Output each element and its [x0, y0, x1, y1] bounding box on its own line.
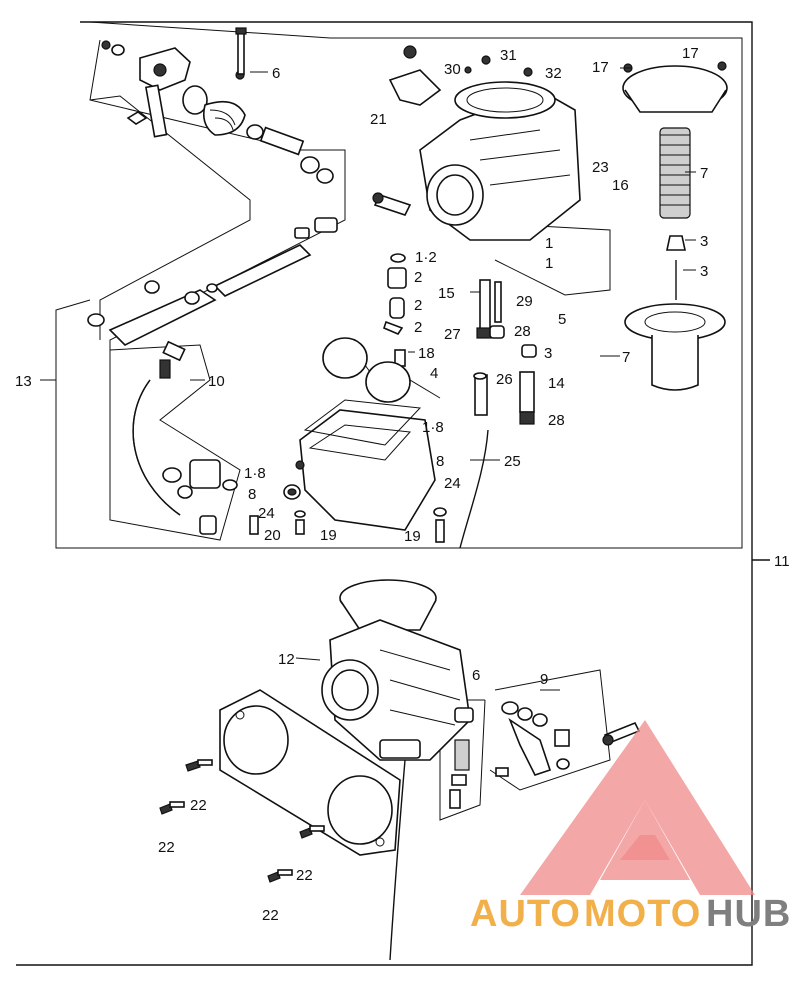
frame-lines — [16, 21, 770, 966]
watermark-part3: HUB — [706, 893, 791, 935]
callout: 1 — [545, 235, 553, 252]
callout: 3 — [700, 263, 708, 280]
callout: 3 — [700, 233, 708, 250]
callout: 23 — [592, 159, 609, 176]
vacuum-piston-assembly — [622, 61, 728, 391]
callout: 29 — [516, 293, 533, 310]
callout: 19 — [404, 528, 421, 545]
callout: 16 — [612, 177, 629, 194]
mounting-screws — [159, 759, 325, 883]
callout: 18 — [418, 345, 435, 362]
callout: 1·8 — [422, 419, 444, 436]
callout: 27 — [444, 326, 461, 343]
throttle-cable-assembly — [132, 340, 238, 535]
watermark-part2: MOTO — [584, 893, 701, 935]
callout: 17 — [592, 59, 609, 76]
float-bowl — [249, 399, 447, 543]
callout: 17 — [682, 45, 699, 62]
automotohub-watermark: AUTO MOTO HUB — [470, 720, 791, 935]
callout: 22 — [158, 839, 175, 856]
callout: 2 — [414, 319, 422, 336]
adjuster-screw-set — [449, 707, 474, 809]
callout: 3 — [544, 345, 552, 362]
callout: 7 — [622, 349, 630, 366]
choke-bracket-assembly — [495, 701, 641, 777]
callout: 15 — [438, 285, 455, 302]
callout: 21 — [370, 111, 387, 128]
callout: 6 — [472, 667, 480, 684]
callout: 31 — [500, 47, 517, 64]
callout-labels: 6 30 31 32 17 17 21 7 23 16 3 3 1 1 1·2 … — [15, 45, 790, 924]
callout: 20 — [264, 527, 281, 544]
jets-and-needles — [383, 253, 537, 425]
callout: 7 — [700, 165, 708, 182]
callout: 19 — [320, 527, 337, 544]
callout: 25 — [504, 453, 521, 470]
callout: 10 — [208, 373, 225, 390]
drain-hose — [389, 429, 489, 961]
callout: 1·2 — [415, 249, 437, 266]
insulator-plate — [219, 689, 401, 856]
callout: 22 — [296, 867, 313, 884]
callout: 1·8 — [244, 465, 266, 482]
callout: 8 — [248, 486, 256, 503]
callout: 1 — [545, 255, 553, 272]
callout: 22 — [262, 907, 279, 924]
callout: 4 — [430, 365, 438, 382]
callout: 2 — [414, 269, 422, 286]
logo-triangle-icon — [520, 720, 755, 895]
callout: 30 — [444, 61, 461, 78]
watermark-part1: AUTO — [470, 893, 581, 935]
carburetor-assembled — [321, 579, 471, 761]
carburetor-body-top — [372, 45, 581, 241]
callout: 26 — [496, 371, 513, 388]
callout: 8 — [436, 453, 444, 470]
callout: 5 — [558, 311, 566, 328]
callout: 11 — [774, 553, 790, 570]
callout: 13 — [15, 373, 32, 390]
leader-lines — [190, 67, 696, 691]
callout: 6 — [272, 65, 280, 82]
callout: 24 — [258, 505, 275, 522]
callout: 22 — [190, 797, 207, 814]
choke-linkage-assembly — [87, 27, 338, 346]
callout: 12 — [278, 651, 295, 668]
callout: 24 — [444, 475, 461, 492]
callout: 32 — [545, 65, 562, 82]
callout: 28 — [514, 323, 531, 340]
float-assembly — [322, 337, 441, 403]
callout: 9 — [540, 671, 548, 688]
callout: 2 — [414, 297, 422, 314]
callout: 28 — [548, 412, 565, 429]
callout: 14 — [548, 375, 565, 392]
